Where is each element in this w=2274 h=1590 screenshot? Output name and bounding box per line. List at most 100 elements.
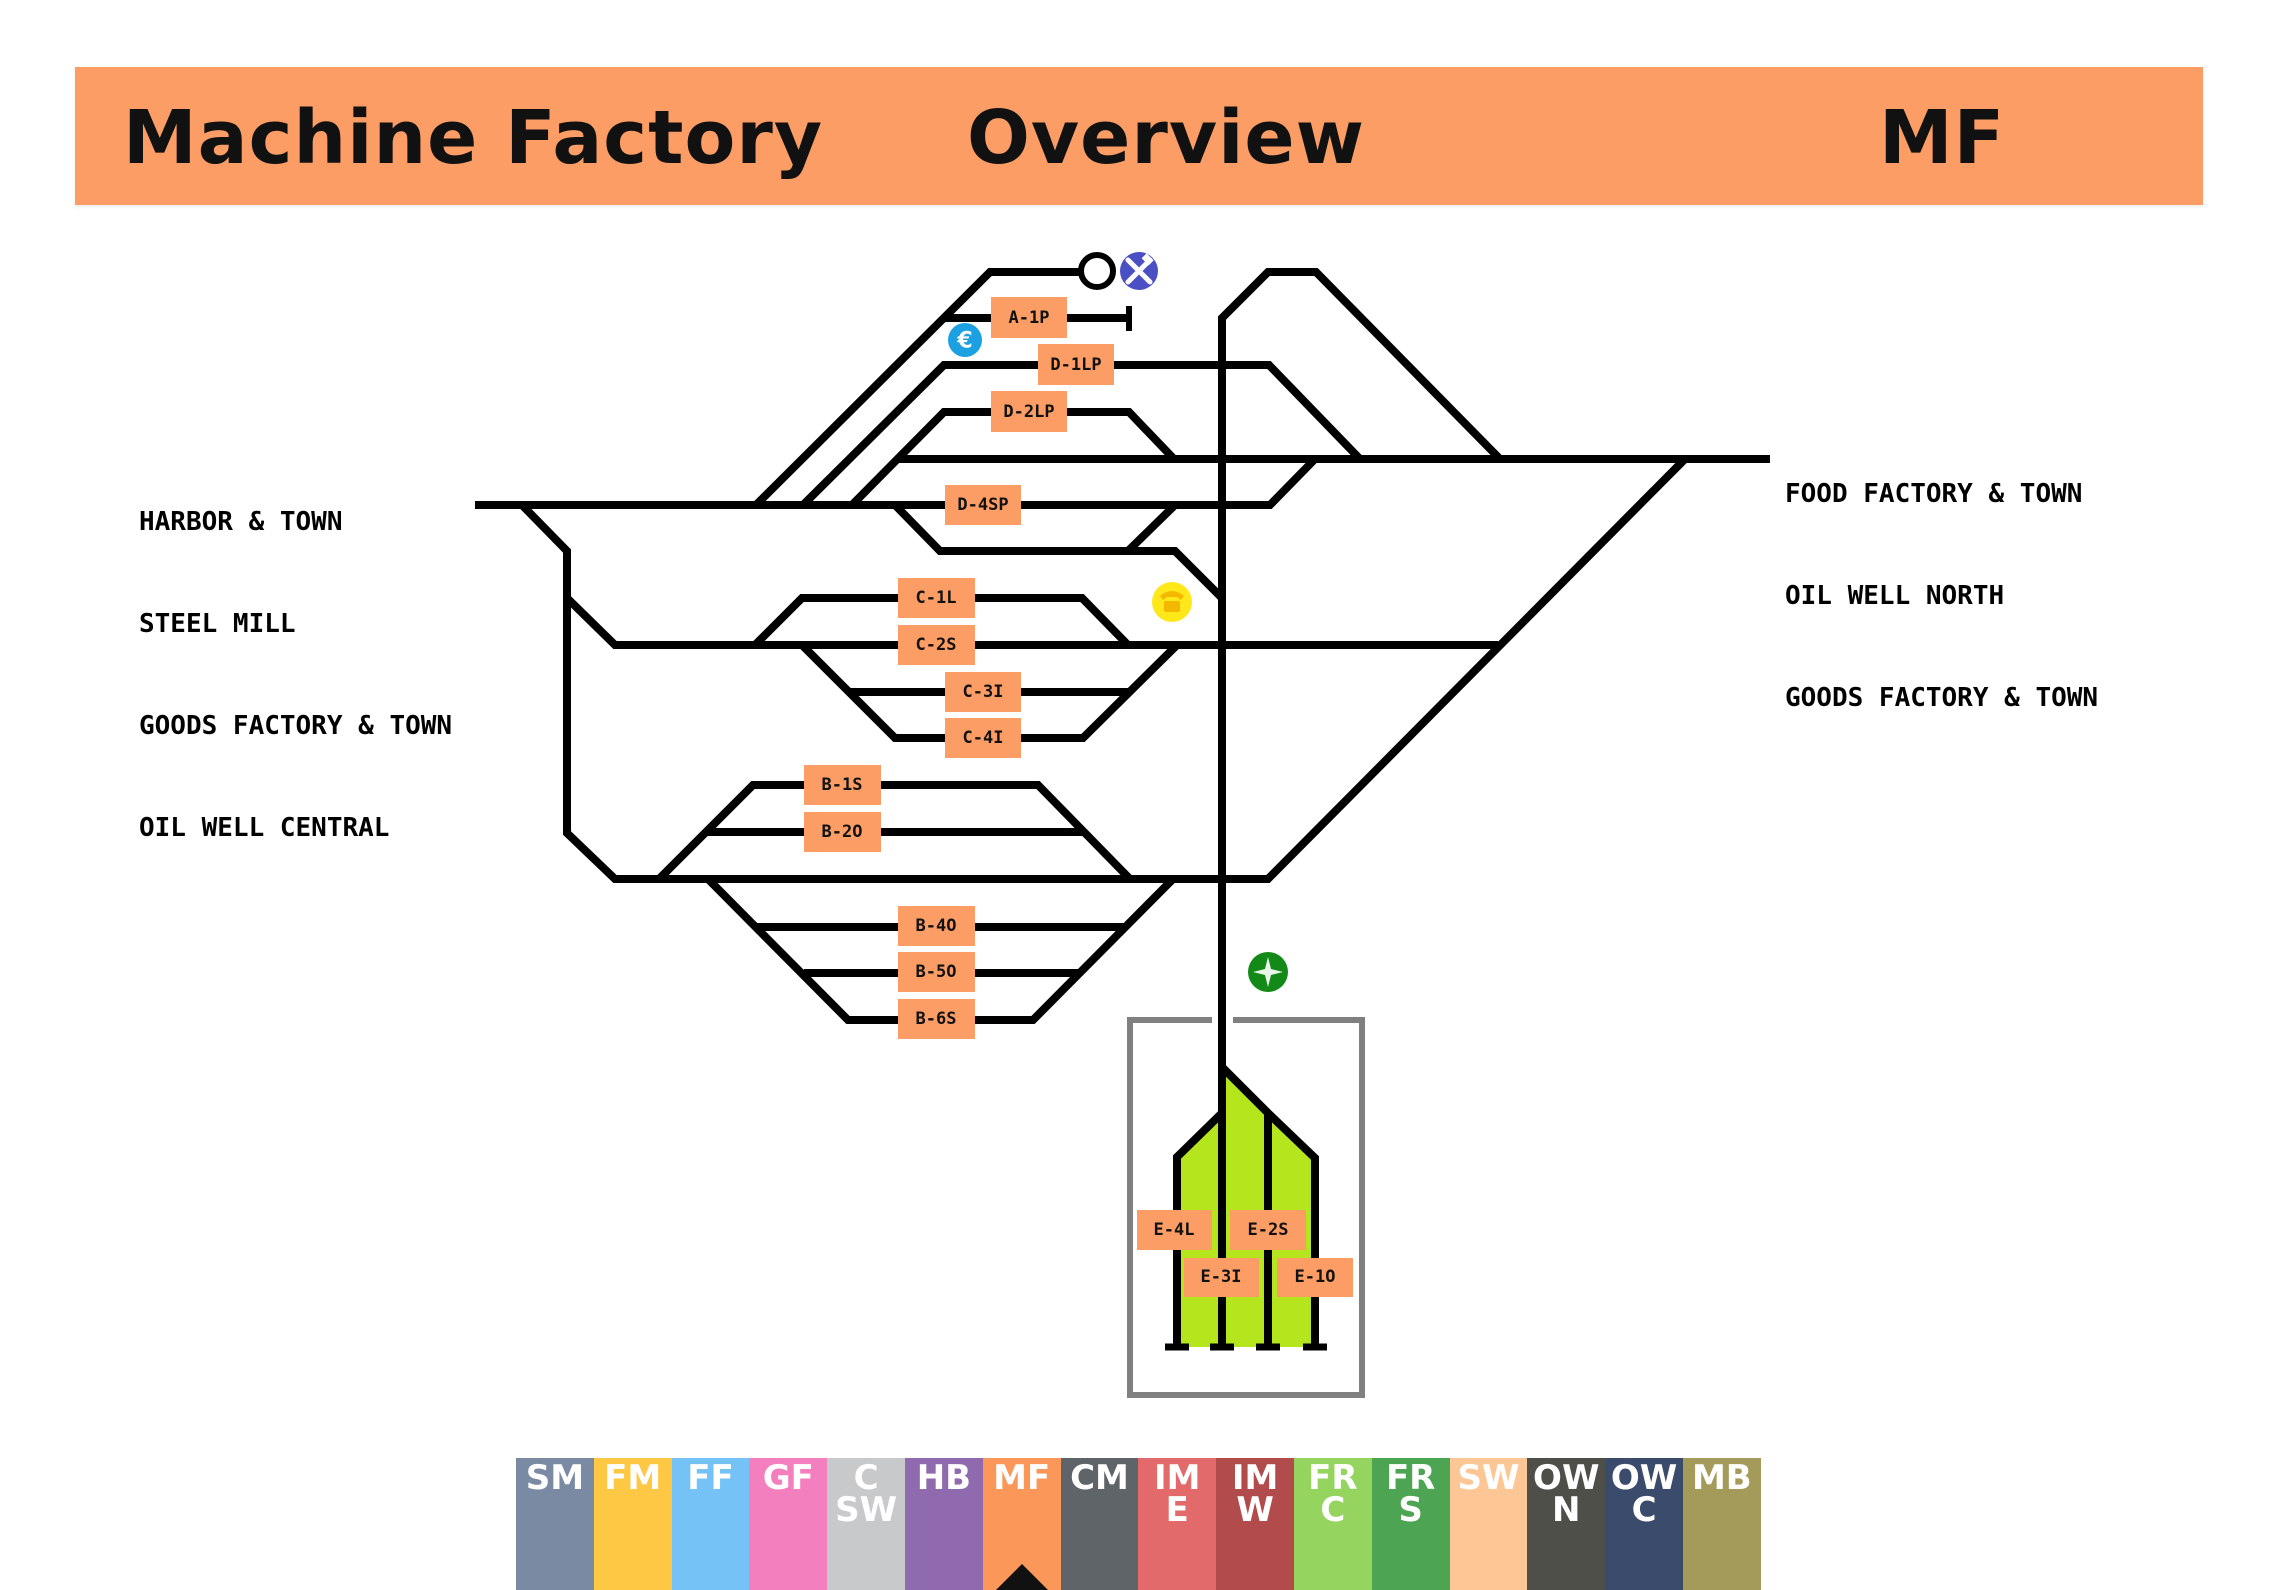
track-c-2s <box>564 595 1498 649</box>
svg-text:B-4O: B-4O <box>916 916 957 936</box>
nav-tab-cm[interactable]: CM <box>1060 1458 1139 1590</box>
svg-text:E-1O: E-1O <box>1295 1267 1336 1287</box>
track-label-b-6s[interactable]: B-6S <box>898 999 975 1039</box>
destination-label: GOODS FACTORY & TOWN <box>139 711 453 741</box>
signal-circle-icon[interactable] <box>1078 252 1116 290</box>
track-label-e-1o[interactable]: E-1O <box>1277 1258 1353 1297</box>
nav-tab-label: C <box>1631 1490 1657 1530</box>
nav-tab-sw[interactable]: SW <box>1449 1458 1528 1590</box>
yard-frame <box>1127 1017 1365 1398</box>
track-label-c-2s[interactable]: C-2S <box>898 625 975 665</box>
euro-icon[interactable]: € <box>948 323 982 357</box>
track-label-c-4i[interactable]: C-4I <box>945 718 1021 758</box>
destinations-left: HARBOR & TOWN STEEL MILL GOODS FACTORY &… <box>139 437 452 879</box>
nav-tab-label: N <box>1552 1490 1581 1530</box>
svg-text:D-4SP: D-4SP <box>957 495 1008 515</box>
nav-tab-label: CM <box>1070 1458 1129 1498</box>
svg-text:C-2S: C-2S <box>916 635 957 655</box>
track-crossover <box>1125 502 1178 554</box>
track-label-b-5o[interactable]: B-5O <box>898 952 975 992</box>
svg-text:B-1S: B-1S <box>822 775 863 795</box>
yard-track-outline <box>1173 1110 1225 1347</box>
yard-area <box>1177 1067 1315 1347</box>
svg-text:B-2O: B-2O <box>822 822 863 842</box>
main-line-left <box>475 456 1318 509</box>
nav-tab-label: GF <box>762 1458 814 1498</box>
track-left-loop <box>519 456 1688 883</box>
svg-text:D-1LP: D-1LP <box>1050 355 1101 375</box>
page-subtitle: Overview <box>967 95 1365 181</box>
svg-text:D-2LP: D-2LP <box>1003 402 1054 422</box>
svg-text:C-4I: C-4I <box>963 728 1004 748</box>
nav-tab-mb[interactable]: MB <box>1682 1458 1761 1590</box>
destination-label: STEEL MILL <box>139 609 296 639</box>
svg-text:B-6S: B-6S <box>916 1009 957 1029</box>
track-label-c-1l[interactable]: C-1L <box>898 578 975 618</box>
track-label-b-4o[interactable]: B-4O <box>898 906 975 946</box>
nav-tab-label: SW <box>835 1490 898 1530</box>
nav-tab-label: W <box>1236 1490 1274 1530</box>
destination-label: OIL WELL NORTH <box>1785 581 2005 611</box>
nav-tab-label: C <box>1320 1490 1346 1530</box>
svg-text:C-3I: C-3I <box>963 682 1004 702</box>
nav-tab-label: MF <box>993 1458 1051 1498</box>
telephone-icon[interactable] <box>1152 582 1192 622</box>
nav-tab-label: SW <box>1457 1458 1520 1498</box>
svg-text:A-1P: A-1P <box>1009 308 1050 328</box>
destination-label: GOODS FACTORY & TOWN <box>1785 683 2099 713</box>
nav-tab-label: C <box>853 1458 879 1498</box>
nav-tab-sm[interactable]: SM <box>516 1458 594 1590</box>
track-b-1s <box>656 781 1133 882</box>
track-label-e-2s[interactable]: E-2S <box>1230 1210 1306 1250</box>
track-label-a-1p[interactable]: A-1P <box>991 297 1067 338</box>
svg-text:B-5O: B-5O <box>916 962 957 982</box>
nav-tab-fm[interactable]: FM <box>593 1458 672 1590</box>
compass-star-icon[interactable] <box>1248 952 1288 992</box>
nav-tab-ff[interactable]: FF <box>671 1458 750 1590</box>
nav-tab-gf[interactable]: GF <box>749 1458 828 1590</box>
page-title: Machine Factory <box>123 95 824 181</box>
destinations-right: FOOD FACTORY & TOWN OIL WELL NORTH GOODS… <box>1785 409 2098 749</box>
nav-tab-label: FR <box>1385 1458 1436 1498</box>
destination-label: HARBOR & TOWN <box>139 507 343 537</box>
track-label-b-2o[interactable]: B-2O <box>804 812 881 852</box>
track-label-d-2lp[interactable]: D-2LP <box>991 391 1067 432</box>
track-b-6s <box>705 876 1176 1024</box>
nav-tab-label: OW <box>1533 1458 1600 1498</box>
track-outer-top <box>753 268 1080 508</box>
track-yard-lead <box>1218 268 1503 1347</box>
track-d-4sp-loop <box>892 502 1225 601</box>
nav-tab-hb[interactable]: HB <box>904 1458 983 1590</box>
track-label-d-4sp[interactable]: D-4SP <box>945 485 1021 525</box>
track-label-d-1lp[interactable]: D-1LP <box>1038 344 1114 385</box>
nav-tab-label: S <box>1398 1490 1423 1530</box>
nav-tab-label: OW <box>1610 1458 1678 1498</box>
track-label-b-1s[interactable]: B-1S <box>804 765 881 805</box>
nav-tab-mf[interactable]: MF <box>982 1458 1061 1590</box>
station-code: MF <box>1879 95 2006 181</box>
track-label-e-3i[interactable]: E-3I <box>1184 1258 1259 1297</box>
svg-text:E-4L: E-4L <box>1154 1220 1195 1240</box>
nav-tab-label: SM <box>525 1458 585 1498</box>
nav-tab-label: FF <box>687 1458 734 1498</box>
nav-tab-label: IM <box>1231 1458 1279 1498</box>
destination-label: OIL WELL CENTRAL <box>139 813 390 843</box>
track-label-c-3i[interactable]: C-3I <box>945 672 1021 712</box>
svg-text:€: € <box>956 329 972 354</box>
nav-tab-label: MB <box>1691 1458 1752 1498</box>
nav-tab-label: IM <box>1154 1458 1201 1498</box>
svg-text:E-2S: E-2S <box>1248 1220 1289 1240</box>
header-bar: Machine Factory Overview MF <box>75 67 2203 205</box>
track-label-e-4l[interactable]: E-4L <box>1137 1210 1212 1250</box>
wrench-hammer-icon[interactable] <box>1120 252 1158 290</box>
nav-tab-label: E <box>1165 1490 1189 1530</box>
nav-tab-label: FM <box>604 1458 662 1498</box>
